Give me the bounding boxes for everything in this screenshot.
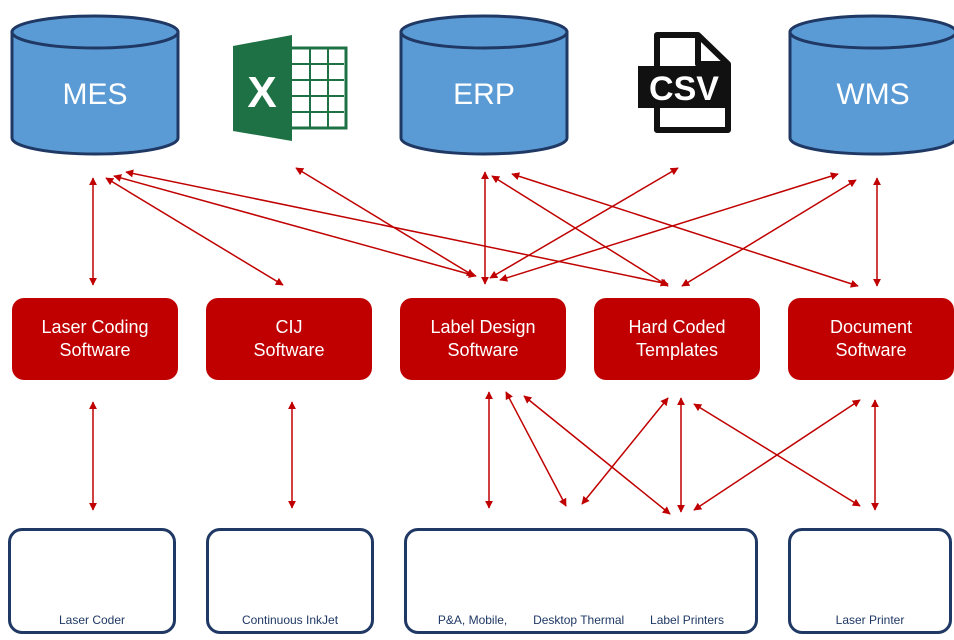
hard-coded-line1: Hard Coded bbox=[628, 317, 726, 337]
label-printers-box: P&A, Mobile, Desktop Thermal Label Print… bbox=[404, 528, 758, 634]
erp-database: ERP bbox=[399, 14, 569, 156]
label-design-line2: Software bbox=[447, 340, 519, 360]
label-printers-caption-3: Label Printers bbox=[650, 613, 725, 627]
hard-coded-line2: Templates bbox=[635, 340, 719, 360]
software-device-arrows bbox=[89, 391, 879, 515]
document-line2: Software bbox=[835, 340, 907, 360]
csv-file-icon: CSV bbox=[638, 32, 731, 133]
label-printers-label: P&A, Mobile, Desktop Thermal Label Print… bbox=[407, 613, 755, 627]
label-printers-caption-2: Desktop Thermal bbox=[533, 613, 625, 627]
laser-coding-line1: Laser Coding bbox=[41, 317, 149, 337]
wms-label: WMS bbox=[836, 78, 909, 111]
erp-label: ERP bbox=[453, 78, 515, 111]
cij-printer-label: Continuous InkJet bbox=[241, 613, 339, 627]
csv-label: CSV bbox=[649, 70, 719, 108]
laser-printer-box: Laser Printer bbox=[788, 528, 952, 634]
excel-letter: X bbox=[247, 68, 276, 117]
cij-line2: Software bbox=[253, 340, 325, 360]
cij-printer-box: Continuous InkJet bbox=[206, 528, 374, 634]
laser-printer-label: Laser Printer bbox=[835, 613, 905, 627]
cij-line1: CIJ bbox=[275, 317, 303, 337]
laser-coder-label: Laser Coder bbox=[58, 613, 126, 627]
cij-software-box: CIJ Software bbox=[206, 298, 372, 380]
mes-label: MES bbox=[62, 78, 127, 111]
source-software-arrows bbox=[89, 167, 881, 288]
label-printers-caption-1: P&A, Mobile, bbox=[437, 613, 508, 627]
laser-coding-line2: Software bbox=[59, 340, 131, 360]
laser-coder-box: Laser Coder bbox=[8, 528, 176, 634]
label-design-line1: Label Design bbox=[430, 317, 536, 337]
mes-database: MES bbox=[10, 14, 180, 156]
excel-icon: X bbox=[233, 35, 348, 141]
wms-database: WMS bbox=[788, 14, 954, 156]
document-line1: Document bbox=[829, 317, 913, 337]
